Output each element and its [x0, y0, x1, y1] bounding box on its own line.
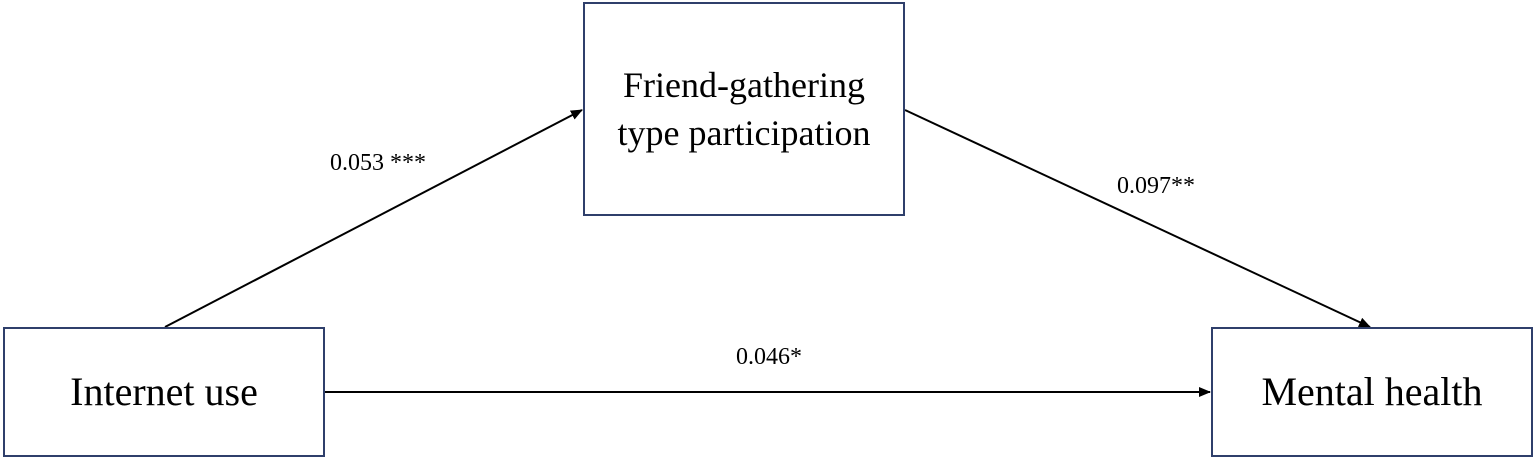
- arrow-internet-to-mediator: [164, 109, 583, 328]
- path-b-coefficient: 0.097**: [1117, 173, 1195, 199]
- mental-health-box: Mental health: [1211, 327, 1533, 457]
- arrow-mediator-to-mental-health: [904, 109, 1371, 328]
- path-a-coefficient: 0.053 ***: [330, 150, 426, 176]
- mediator-box: Friend-gathering type participation: [583, 2, 905, 216]
- mental-health-label: Mental health: [1261, 369, 1483, 414]
- internet-use-box: Internet use: [3, 327, 325, 457]
- mediator-label: Friend-gathering type participation: [617, 65, 871, 153]
- path-c-coefficient: 0.046*: [736, 344, 802, 370]
- internet-use-label: Internet use: [70, 369, 258, 414]
